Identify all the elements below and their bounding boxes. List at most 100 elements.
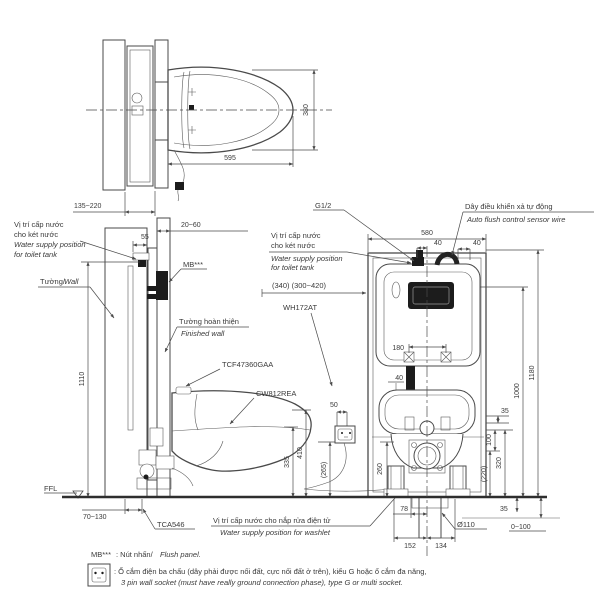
dim-320-label: 320: [496, 457, 503, 469]
dim-410: 410: [292, 409, 311, 498]
frame-model-label: WH172AT: [283, 303, 317, 312]
dim-foot-range-label: 0~100: [511, 524, 531, 531]
dim-35-upper-label: 35: [501, 408, 509, 415]
bowl-model-label: CW812REA: [256, 389, 296, 398]
washlet-supply-vi: Vị trí cấp nước cho nắp rửa điện tử: [213, 516, 331, 525]
dim-78-label: 78: [400, 506, 408, 513]
washlet-hose: [303, 442, 399, 492]
dim-40-sensor: 40: [457, 240, 481, 260]
dim-152-label: 152: [404, 543, 416, 550]
frame-legs: [383, 465, 471, 498]
toilet-plan-outline: [167, 66, 294, 202]
dim-1180-label: 1180: [529, 365, 536, 380]
wall-socket: [334, 425, 356, 444]
height-range-label: (340) (300~420): [272, 281, 326, 290]
dim-580: 580: [367, 230, 487, 252]
socket-legend-icon: [87, 563, 111, 587]
dim-floor-offset-label: 70~130: [83, 514, 107, 521]
dim-floor-offset: 70~130: [82, 499, 143, 521]
flush-panel-section: [156, 271, 168, 300]
supply-tank-callout-right: Vị trí cấp nước cho két nước Water suppl…: [269, 231, 412, 272]
ffl-label: FFL: [44, 484, 57, 493]
g12-label: G1/2: [315, 201, 331, 210]
drain-fittings-section: [136, 427, 194, 490]
dim-1000-label: 1000: [514, 383, 521, 399]
dim-50: 50: [330, 402, 348, 426]
drain-dia-label: Ø110: [457, 520, 475, 529]
legend-socket-vi: : Ổ cắm điện ba chấu (dây phải được nối …: [114, 567, 427, 576]
mb-callout: MB***: [168, 260, 207, 283]
washlet-supply-en: Water supply position for washlet: [220, 528, 331, 537]
mb-label: MB***: [183, 260, 203, 269]
cistern-front: [375, 263, 481, 367]
dim-260: 260: [377, 441, 394, 498]
dim-335-label: 335: [284, 456, 291, 468]
wall-callout: Tường/ Wall: [38, 277, 115, 319]
supply-tank-vi2: cho két nước: [14, 230, 58, 239]
dim-410-label: 410: [297, 447, 304, 459]
power-cord-plan: [173, 149, 185, 202]
dim-55: 55: [132, 234, 149, 252]
dim-40-supply: 40: [416, 240, 442, 258]
supply-tank-callout-left: Vị trí cấp nước cho két nước Water suppl…: [14, 220, 137, 260]
supply-tank-vi2-right: cho két nước: [271, 241, 315, 250]
dim-260-label: 260: [377, 463, 384, 475]
washlet-seam: [194, 393, 199, 431]
dim-40-supply-label: 40: [434, 240, 442, 247]
washlet-model-callout: TCF47360GAA: [185, 360, 273, 387]
plan-view: 595 380 135~220: [73, 39, 332, 216]
washlet-model-label: TCF47360GAA: [222, 360, 273, 369]
dim-134-label: 134: [435, 543, 447, 550]
flush-panel-front: [408, 282, 454, 309]
tca546-label: TCA546: [157, 520, 185, 529]
flush-pipe: [406, 366, 415, 392]
dim-180: 180: [392, 344, 447, 353]
dim-1110: 1110: [79, 261, 140, 498]
dim-180-label: 180: [392, 345, 404, 352]
dim-580-label: 580: [421, 230, 433, 237]
lid-hinge: [175, 386, 192, 395]
dim-220-label: (220): [481, 466, 488, 482]
ffl-marker: FFL: [44, 484, 84, 499]
supply-tank-vi1: Vị trí cấp nước: [14, 220, 64, 229]
height-range-callout: (340) (300~420): [261, 281, 367, 297]
finished-wall-section: [156, 217, 171, 498]
dim-40-sensor-label: 40: [473, 240, 481, 247]
section-view: 1110 Vị trí cấp nước cho két nước Water …: [14, 217, 249, 530]
legend-socket-en: 3 pin wall socket (must have really grou…: [121, 578, 403, 587]
dim-335: 335: [284, 426, 298, 498]
supply-tank-en1-right: Water supply position: [271, 254, 343, 263]
finished-wall-plan: [154, 39, 170, 189]
dim-380-label: 380: [303, 104, 310, 116]
sensor-wire: [434, 251, 460, 266]
bowl-model-callout: CW812REA: [229, 389, 296, 425]
wall-label-en: Wall: [64, 277, 79, 286]
seat-seam: [171, 426, 311, 432]
toilet-side-view: TCF47360GAA CW812REA 335 410 (265) 50 Vị…: [171, 360, 404, 537]
legend-mb-vi: : Nút nhấn/: [116, 550, 154, 559]
dim-380: 380: [252, 69, 318, 151]
dim-50-label: 50: [330, 402, 338, 409]
supply-tank-vi1-right: Vị trí cấp nước: [271, 231, 321, 240]
frame-model-callout: WH172AT: [283, 303, 333, 387]
supply-tank-en2: for toilet tank: [14, 250, 58, 259]
finished-wall-callout: Tường hoàn thiện Finished wall: [164, 317, 249, 353]
right-dim-stack: 35 100 320 (220) 1000 1180: [480, 249, 544, 498]
dim-595-label: 595: [224, 155, 236, 162]
sensor-wire-en: Auto flush control sensor wire: [466, 215, 565, 224]
dim-55-label: 55: [141, 234, 149, 241]
wall-label-vi: Tường/: [40, 277, 66, 286]
dim-1110-label: 1110: [79, 372, 86, 387]
inwall-tank-section: [127, 247, 158, 481]
sensor-wire-vi: Dây điều khiển xả tự động: [465, 202, 553, 211]
finished-wall-en: Finished wall: [181, 329, 225, 338]
dim-265: (265): [318, 441, 338, 498]
legend-mb-key: MB***: [91, 550, 111, 559]
legend: MB*** : Nút nhấn/ Flush panel. : Ổ cắm đ…: [87, 550, 427, 587]
rough-wall-plan: [102, 39, 126, 191]
dim-wall-range-label: 135~220: [74, 203, 102, 210]
washlet-base-plate: [154, 81, 170, 141]
dim-40-pipe: 40: [388, 375, 404, 383]
hinge-markers: [188, 88, 196, 134]
